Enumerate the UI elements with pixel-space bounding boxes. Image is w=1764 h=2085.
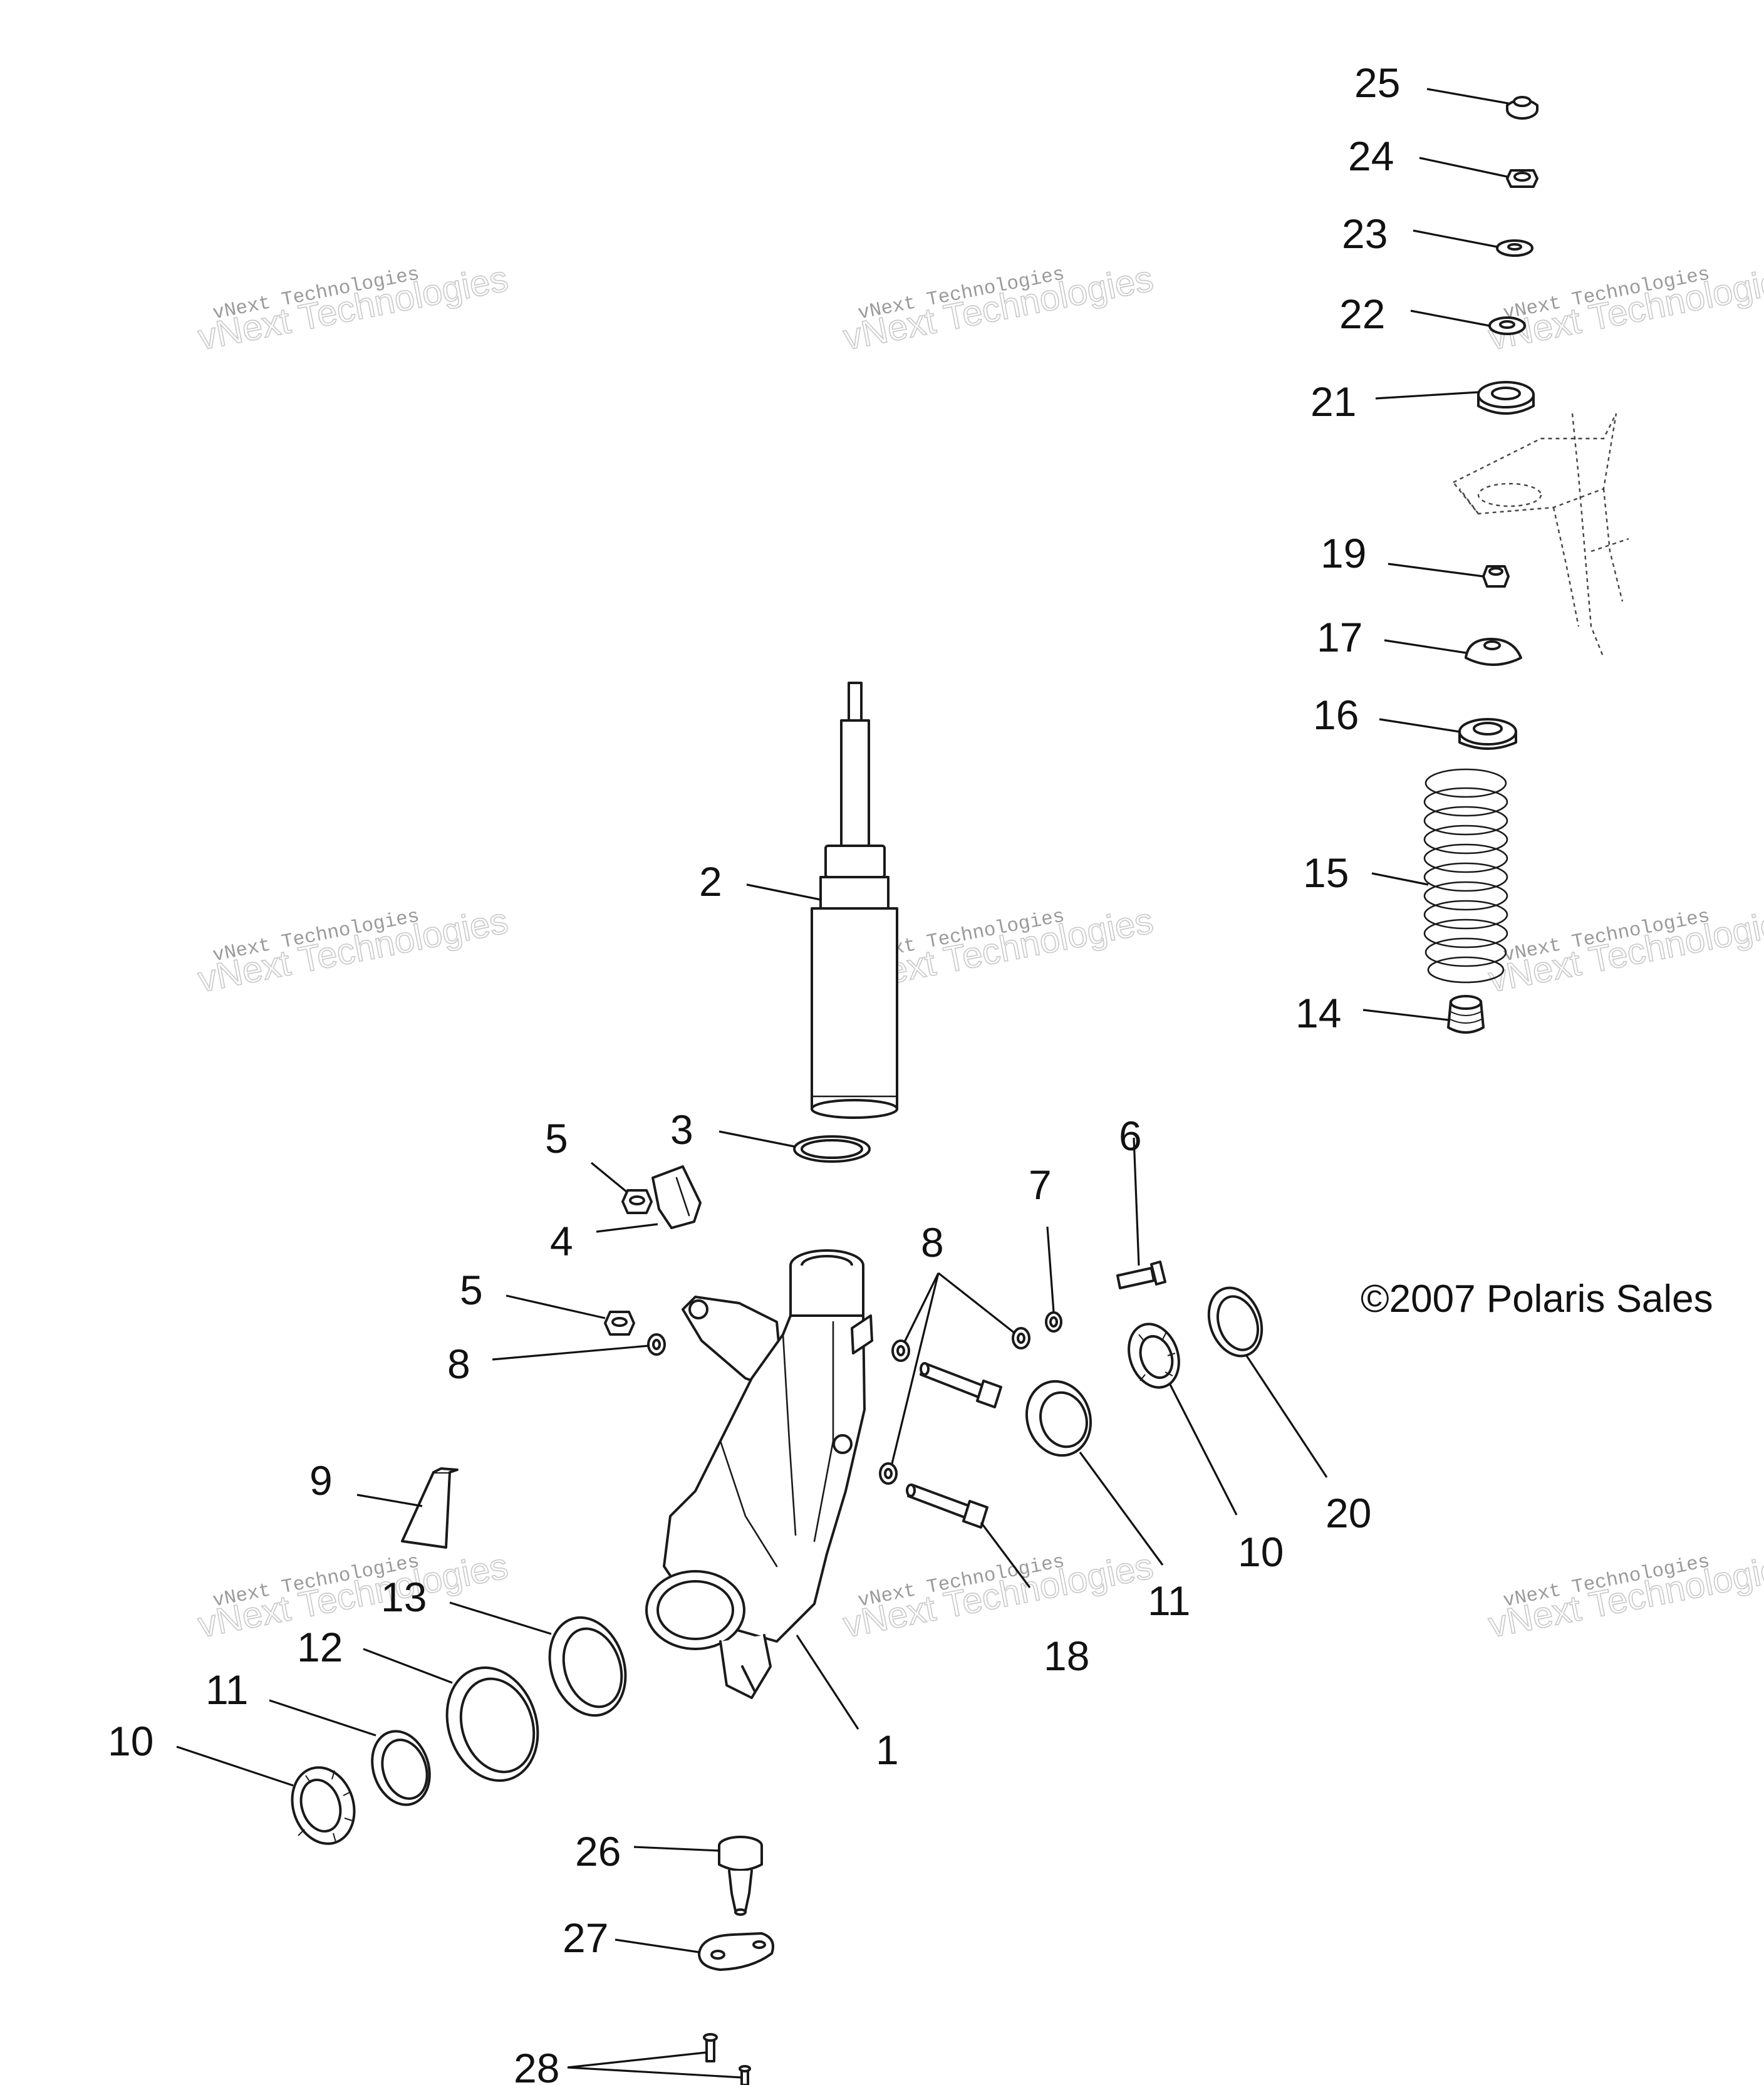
part-22-washer[interactable] xyxy=(1488,316,1526,335)
knuckle-bolt-upper[interactable] xyxy=(920,1362,1002,1408)
callout-20[interactable]: 20 xyxy=(1326,1490,1371,1536)
part-8-washer-left[interactable] xyxy=(647,1333,666,1356)
watermark: vNext Technologies vNext Technologies xyxy=(1485,257,1764,358)
part-10-bearing-cone-left[interactable] xyxy=(283,1759,364,1852)
callout-3[interactable]: 3 xyxy=(670,1106,693,1153)
part-8-washer-c[interactable] xyxy=(879,1462,898,1485)
part-3-seal-ring[interactable] xyxy=(793,1135,871,1163)
part-5-nut-upper[interactable] xyxy=(621,1189,653,1214)
part-12-ring[interactable] xyxy=(433,1656,552,1792)
callout-2[interactable]: 2 xyxy=(699,858,722,905)
part-11-bearing-cup-left[interactable] xyxy=(363,1724,439,1812)
part-16-spring-retainer[interactable] xyxy=(1458,718,1517,750)
part-5-nut-lower[interactable] xyxy=(604,1311,635,1336)
part-15-coil-spring[interactable] xyxy=(1423,768,1508,984)
callout-14[interactable]: 14 xyxy=(1295,990,1341,1036)
watermarks: vNext Technologies vNext Technologies vN… xyxy=(194,257,1764,1646)
callout-26[interactable]: 26 xyxy=(575,1828,621,1874)
part-26-ball-joint[interactable] xyxy=(718,1836,763,1916)
callout-25[interactable]: 25 xyxy=(1354,60,1400,106)
callout-17[interactable]: 17 xyxy=(1317,614,1362,660)
callout-22[interactable]: 22 xyxy=(1339,291,1385,337)
callout-9[interactable]: 9 xyxy=(309,1457,333,1504)
watermark: vNext Technologies vNext Technologies xyxy=(839,257,1157,358)
part-28-screw-a[interactable] xyxy=(703,2033,718,2062)
callout-8[interactable]: 8 xyxy=(921,1219,944,1266)
callout-11[interactable]: 11 xyxy=(205,1666,249,1713)
part-2-strut-cartridge[interactable] xyxy=(811,682,898,1119)
part-23-washer[interactable] xyxy=(1496,239,1533,257)
watermark: vNext Technologies vNext Technologies xyxy=(194,1545,512,1646)
callout-18[interactable]: 18 xyxy=(1044,1633,1089,1679)
part-14-bump-stop[interactable] xyxy=(1447,995,1485,1034)
leader-lines xyxy=(176,88,1509,2079)
watermark: vNext Technologies vNext Technologies xyxy=(839,1545,1157,1646)
callout-19[interactable]: 19 xyxy=(1320,530,1366,576)
watermark: vNext Technologies vNext Technologies xyxy=(1485,900,1764,1001)
callout-5[interactable]: 5 xyxy=(545,1115,568,1162)
part-20-seal[interactable] xyxy=(1200,1281,1270,1364)
callout-12[interactable]: 12 xyxy=(297,1624,343,1670)
part-13-seal[interactable] xyxy=(537,1608,638,1725)
part-8-washer-a[interactable] xyxy=(891,1339,910,1362)
watermark: vNext Technologies vNext Technologies xyxy=(1485,1545,1764,1646)
part-27-retainer-plate[interactable] xyxy=(698,1932,774,1971)
part-4-bracket[interactable] xyxy=(651,1165,702,1229)
callout-6[interactable]: 6 xyxy=(1119,1113,1142,1159)
callout-10[interactable]: 10 xyxy=(1238,1529,1284,1575)
callout-21[interactable]: 21 xyxy=(1310,378,1356,425)
part-18-bolt[interactable] xyxy=(906,1484,988,1529)
part-21-top-bushing[interactable] xyxy=(1477,381,1535,415)
callout-13[interactable]: 13 xyxy=(381,1574,427,1620)
callout-24[interactable]: 24 xyxy=(1348,133,1394,179)
callout-4[interactable]: 4 xyxy=(550,1218,573,1264)
watermark: vNext Technologies vNext Technologies xyxy=(194,257,512,358)
copyright-notice: ©2007 Polaris Sales xyxy=(1361,1277,1713,1321)
callout-10[interactable]: 10 xyxy=(108,1718,153,1764)
callout-1[interactable]: 1 xyxy=(876,1727,899,1773)
part-11-bearing-cup-right[interactable] xyxy=(1017,1373,1100,1464)
part-28-screw-b[interactable] xyxy=(739,2065,751,2085)
callout-5[interactable]: 5 xyxy=(460,1267,483,1313)
callout-23[interactable]: 23 xyxy=(1342,211,1388,257)
part-10-bearing-cone-right[interactable] xyxy=(1121,1317,1188,1395)
part-8-washer-b[interactable] xyxy=(1012,1327,1030,1349)
callout-11[interactable]: 11 xyxy=(1148,1578,1191,1624)
callout-15[interactable]: 15 xyxy=(1303,850,1349,896)
part-17-cup-washer[interactable] xyxy=(1465,638,1522,666)
frame-mount-reference xyxy=(1452,413,1629,658)
callout-labels: 25 24 23 22 21 19 17 16 15 14 2 3 5 4 5 … xyxy=(108,60,1400,2085)
callout-28[interactable]: 28 xyxy=(514,2045,559,2085)
part-19-nut[interactable] xyxy=(1482,565,1510,588)
part-6-bolt[interactable] xyxy=(1116,1261,1166,1289)
callout-16[interactable]: 16 xyxy=(1313,692,1359,738)
part-9-wedge-block[interactable] xyxy=(401,1467,459,1549)
part-24-nut[interactable] xyxy=(1506,169,1538,188)
callout-7[interactable]: 7 xyxy=(1029,1162,1052,1208)
watermark: vNext Technologies vNext Technologies xyxy=(194,900,512,1001)
callout-8[interactable]: 8 xyxy=(447,1341,470,1387)
callout-27[interactable]: 27 xyxy=(563,1915,608,1961)
part-1-steering-knuckle[interactable] xyxy=(645,1249,873,1699)
part-25-cap-nut[interactable] xyxy=(1506,96,1538,120)
part-7-washer[interactable] xyxy=(1045,1311,1062,1333)
